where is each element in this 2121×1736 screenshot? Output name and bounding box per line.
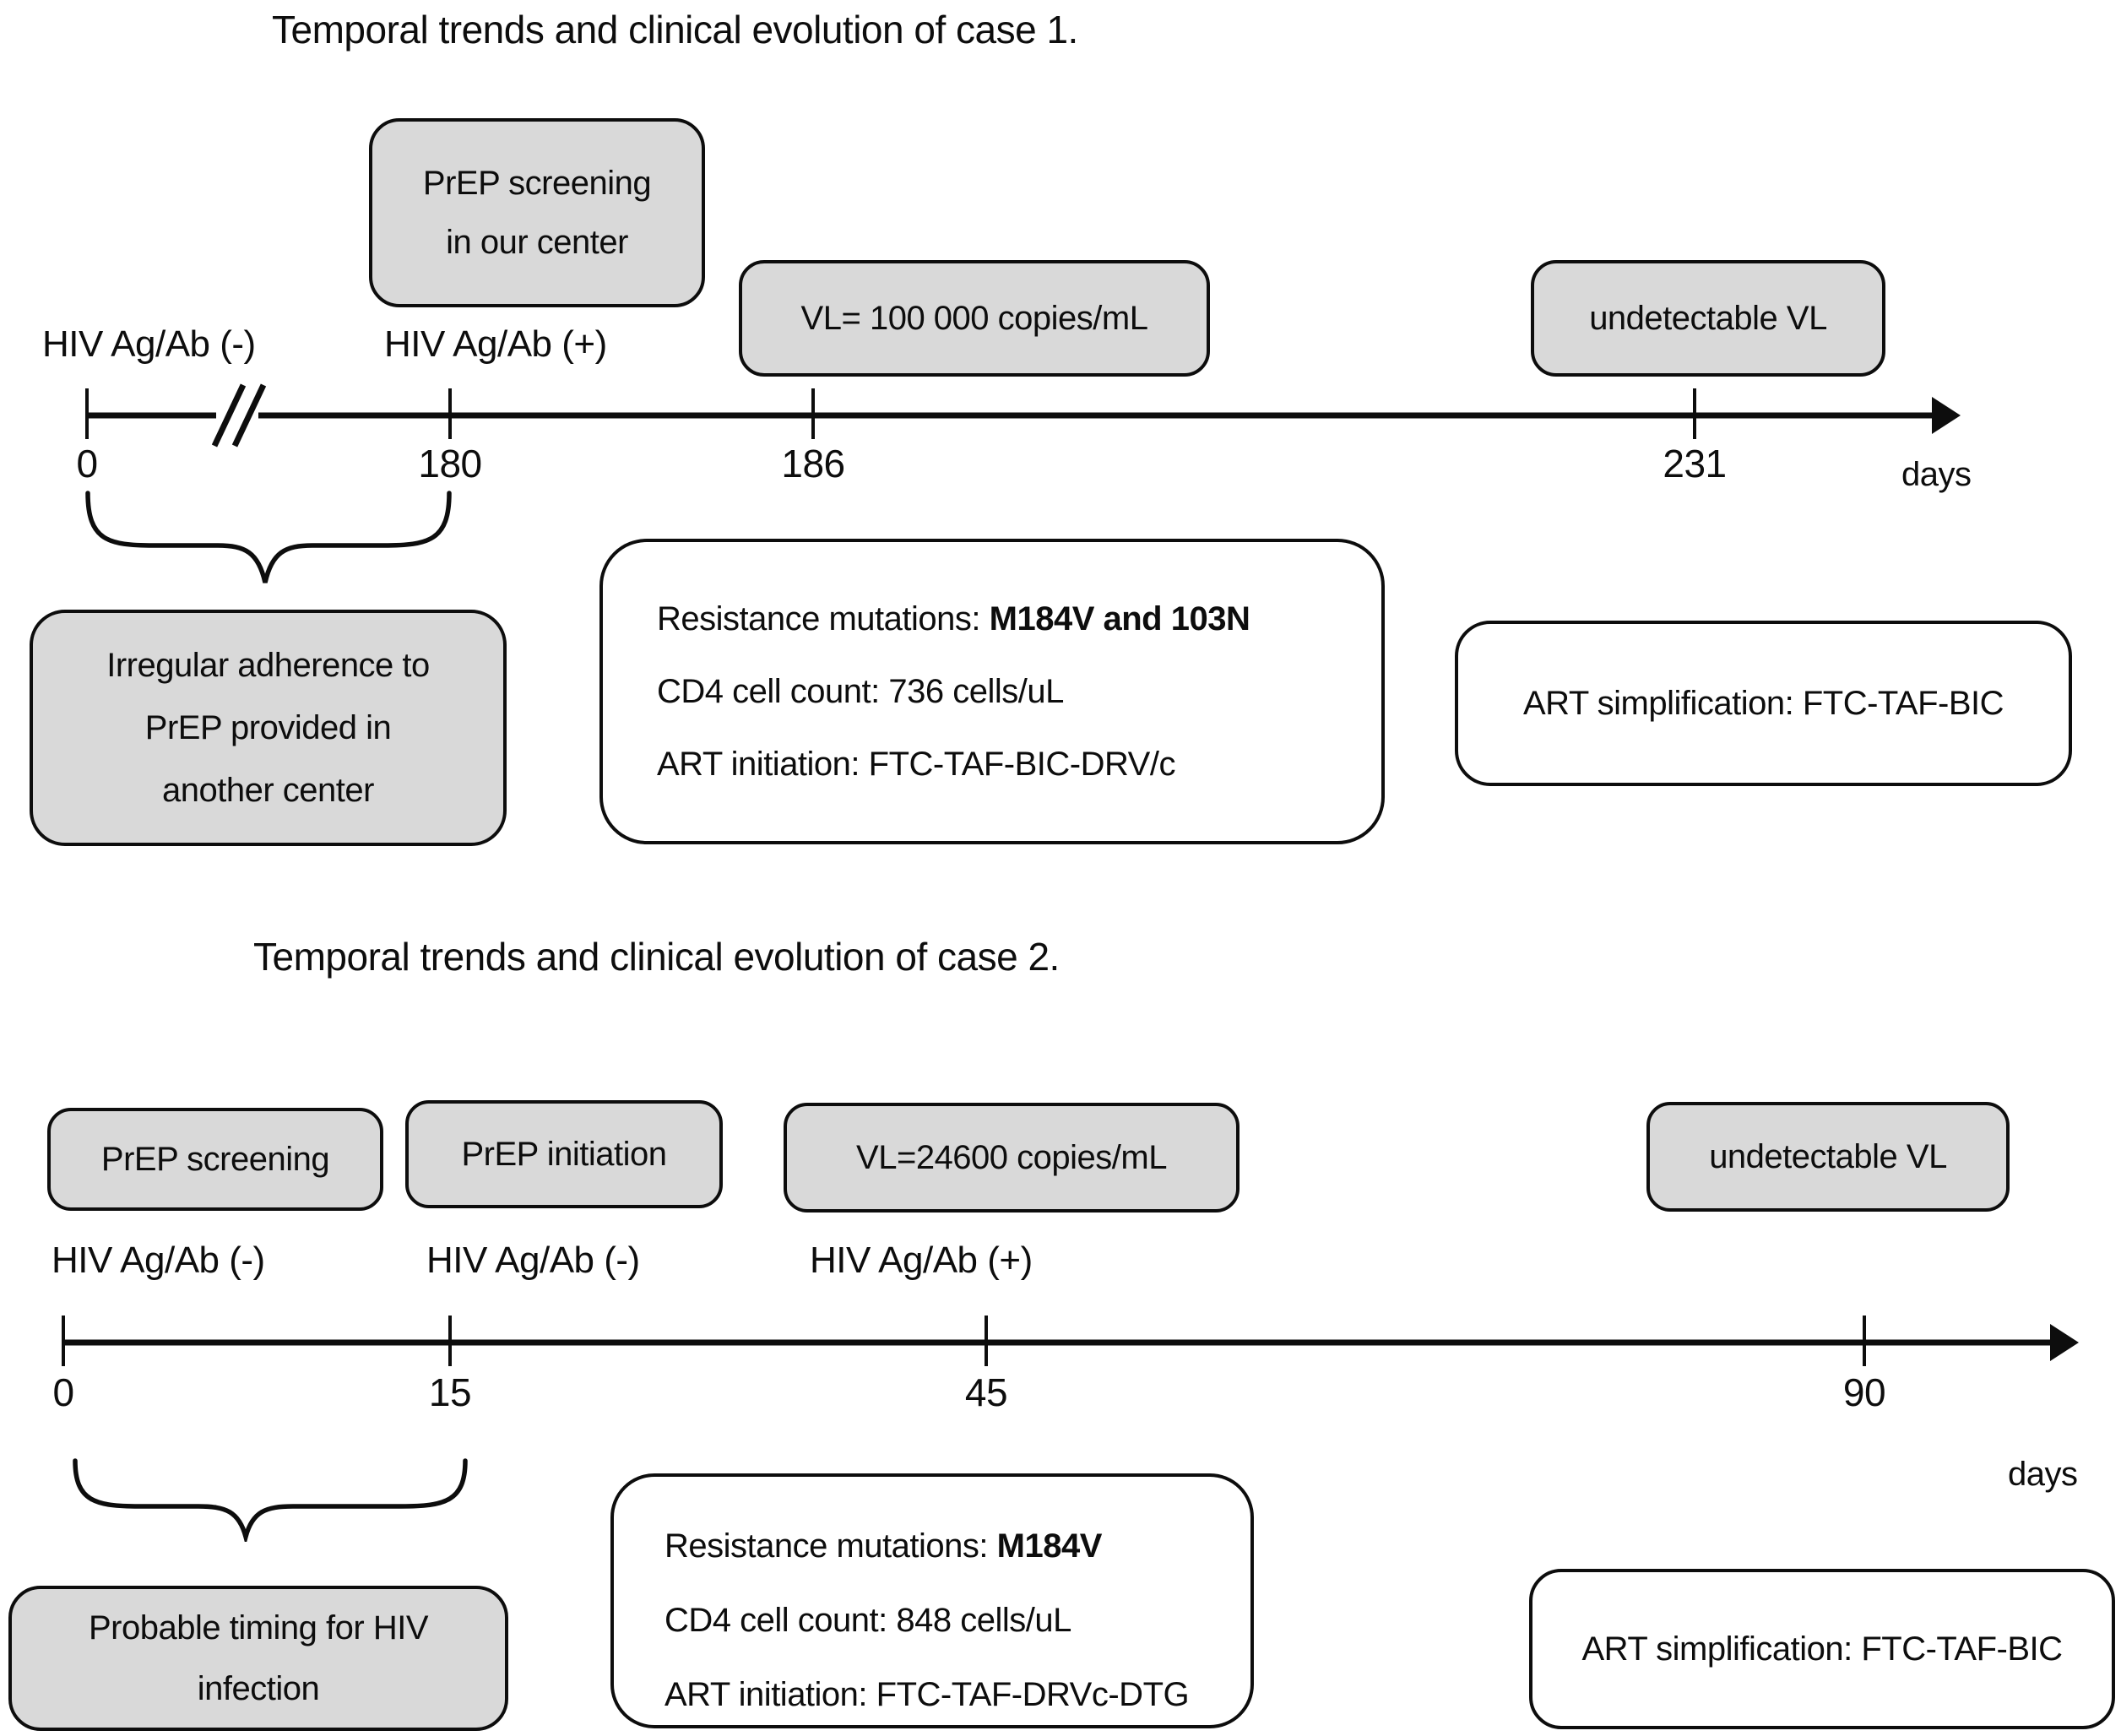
art-simplification-text-case1: ART simplification: FTC-TAF-BIC [1522,684,2004,722]
prep-screening-center-line1: PrEP screening [422,165,652,202]
cd4-line-case2: CD4 cell count: 848 cells/uL [665,1602,1071,1639]
hiv-negative-label-case1: HIV Ag/Ab (-) [42,323,256,365]
undetectable-vl-box-case2: undetectable VL [1646,1102,2010,1212]
viral-load-text-case1: VL= 100 000 copies/mL [800,300,1148,337]
art-simplification-box-case1: ART simplification: FTC-TAF-BIC [1455,621,2072,786]
days-label-case2: days [2008,1456,2078,1493]
art-simplification-box-case2: ART simplification: FTC-TAF-BIC [1529,1569,2115,1729]
resistance-line-case1: Resistance mutations: M184V and 103N [657,600,1250,637]
tick-label-15-case2: 15 [428,1370,472,1414]
timeline-axis-case1 [85,383,1961,448]
timeline-arrow-icon [1932,397,1961,434]
hiv-negative2-label-case2: HIV Ag/Ab (-) [426,1240,640,1281]
axis-break-icon [211,383,247,448]
hiv-positive-label-case2: HIV Ag/Ab (+) [810,1240,1033,1281]
timing-note-line2: infection [197,1670,320,1707]
curly-brace-icon-case2 [73,1458,468,1542]
adherence-note-box-case1: Irregular adherence to PrEP provided in … [30,610,507,846]
resistance-value-case1: M184V and 103N [989,600,1250,637]
hiv-positive-label-case1: HIV Ag/Ab (+) [384,323,607,365]
curly-brace-icon-case1 [85,491,452,583]
tick-label-90-case2: 90 [1842,1370,1886,1414]
adherence-note-line3: another center [162,772,374,809]
clinical-details-box-case1: Resistance mutations: M184V and 103N CD4… [599,539,1385,844]
timing-note-line1: Probable timing for HIV [88,1609,429,1646]
art-initiation-line-case1: ART initiation: FTC-TAF-BIC-DRV/c [657,746,1175,783]
prep-screening-center-box: PrEP screening in our center [369,118,705,307]
viral-load-box-case2: VL=24600 copies/mL [784,1103,1240,1212]
tick-label-0-case1: 0 [76,442,98,486]
timing-note-box-case2: Probable timing for HIV infection [8,1586,508,1731]
case1-title: Temporal trends and clinical evolution o… [272,8,1078,52]
prep-initiation-text-case2: PrEP initiation [461,1136,667,1173]
viral-load-text-case2: VL=24600 copies/mL [856,1139,1167,1176]
timeline-arrow-icon [2050,1324,2079,1361]
prep-initiation-box-case2: PrEP initiation [405,1100,723,1208]
tick-label-231-case1: 231 [1663,442,1727,486]
prep-screening-center-line2: in our center [446,224,628,261]
case2-title: Temporal trends and clinical evolution o… [253,935,1060,979]
prep-screening-text-case2: PrEP screening [100,1141,330,1178]
tick-label-180-case1: 180 [418,442,482,486]
art-initiation-line-case2: ART initiation: FTC-TAF-DRVc-DTG [665,1676,1190,1713]
resistance-value-case2: M184V [996,1527,1103,1565]
clinical-details-box-case2: Resistance mutations: M184V CD4 cell cou… [610,1473,1254,1728]
tick-label-45-case2: 45 [964,1370,1008,1414]
tick-label-186-case1: 186 [781,442,845,486]
adherence-note-line1: Irregular adherence to [106,647,430,684]
prep-screening-box-case2: PrEP screening [47,1108,383,1211]
tick-label-0-case2: 0 [52,1370,74,1414]
viral-load-box-case1: VL= 100 000 copies/mL [739,260,1210,377]
art-simplification-text-case2: ART simplification: FTC-TAF-BIC [1581,1630,2063,1668]
axis-break-icon [231,383,267,448]
adherence-note-line2: PrEP provided in [144,709,392,746]
undetectable-vl-box-case1: undetectable VL [1531,260,1885,377]
undetectable-vl-text-case2: undetectable VL [1709,1138,1947,1175]
hiv-negative1-label-case2: HIV Ag/Ab (-) [52,1240,265,1281]
undetectable-vl-text-case1: undetectable VL [1589,300,1827,337]
resistance-line-case2: Resistance mutations: M184V [665,1527,1103,1565]
cd4-line-case1: CD4 cell count: 736 cells/uL [657,673,1064,710]
days-label-case1: days [1901,456,1972,493]
timeline-axis-case2 [62,1316,2079,1366]
